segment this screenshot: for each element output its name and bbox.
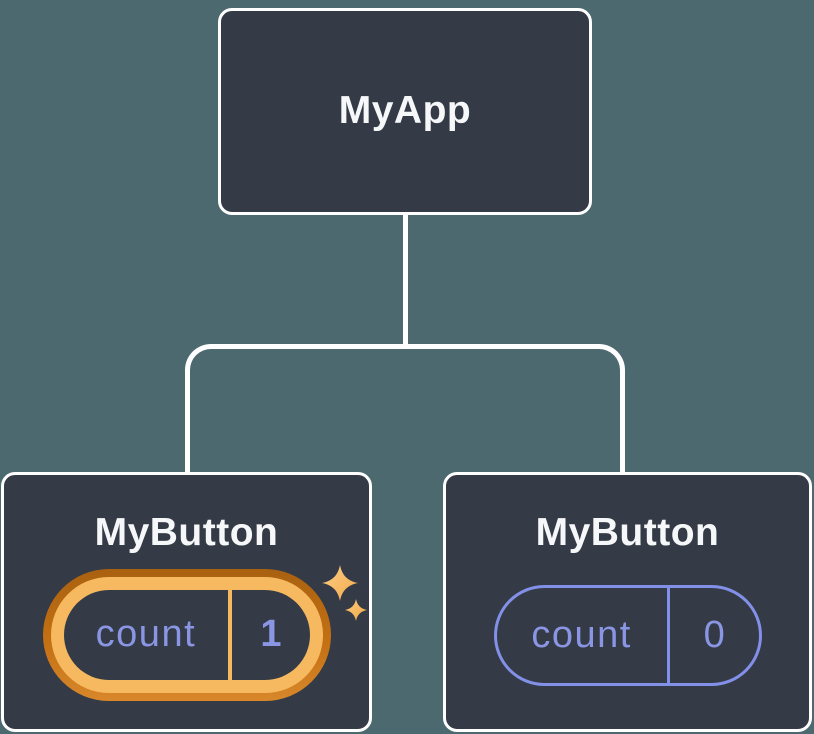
node-label-mybutton-right: MyButton [535,511,720,554]
tree-node-mybutton-left: MyButton count 1 [1,472,372,732]
sparkle-icon-large [322,565,358,601]
state-key-cell: count [64,590,229,680]
state-value-label: 0 [703,613,725,656]
state-value-cell: 1 [228,589,309,680]
node-label-myapp: MyApp [338,89,472,133]
state-key-label: count [95,613,197,656]
state-value-cell: 0 [666,587,759,683]
sparkle-icon-small [345,599,367,621]
state-pill-body: count 1 [63,589,310,680]
connector-root-line [403,213,408,346]
tree-node-myapp: MyApp [218,8,592,215]
state-key-label: count [531,613,632,656]
state-pill-plain: count 0 [493,584,762,686]
node-label-mybutton-left: MyButton [94,511,279,554]
connector-branch-line [185,344,625,472]
state-key-cell: count [497,588,667,683]
state-pill-glow-ring: count 1 [50,576,323,693]
tree-node-mybutton-right: MyButton count 0 [443,472,812,732]
state-value-label: 1 [260,613,282,656]
state-pill-highlighted: count 1 [42,568,331,701]
